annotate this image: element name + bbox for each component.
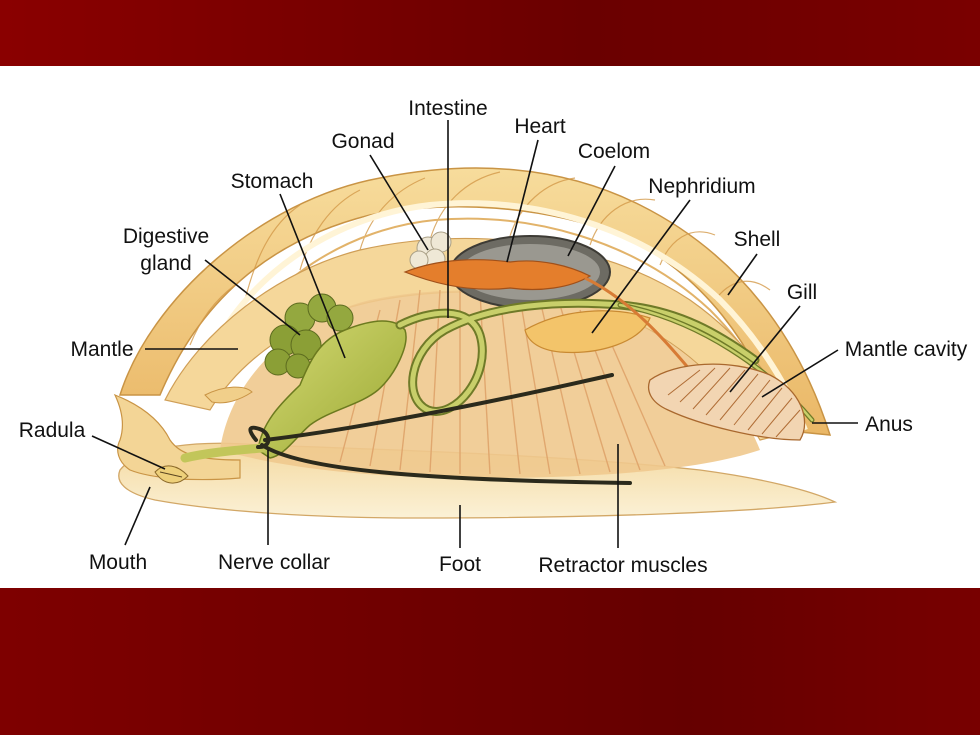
shell-ridges	[189, 171, 771, 346]
label-anus: Anus	[865, 413, 913, 436]
label-mantle-cavity: Mantle cavity	[845, 338, 968, 361]
label-nephridium: Nephridium	[648, 175, 755, 198]
gill-lamellae	[667, 367, 801, 438]
shell-inner-layer	[207, 200, 808, 432]
mantle-flap-front	[204, 386, 253, 404]
label-digestive-gland-line1: Digestive	[123, 225, 209, 248]
label-gill: Gill	[787, 281, 817, 304]
label-nerve-collar: Nerve collar	[218, 551, 330, 574]
nerve-collar	[248, 425, 271, 450]
leader-lines	[91, 120, 858, 548]
label-gonad: Gonad	[331, 130, 394, 153]
shell-outline	[118, 167, 832, 436]
label-intestine: Intestine	[408, 97, 487, 120]
mollusc-anatomy-diagram: Intestine Heart Gonad Coelom Stomach Nep…	[19, 97, 968, 577]
gill	[647, 363, 806, 441]
esophagus	[180, 443, 267, 463]
pedal-nerve-cord	[260, 443, 632, 485]
nerve-system	[248, 373, 632, 485]
head-snout	[113, 393, 241, 481]
top-band	[0, 0, 980, 66]
label-heart: Heart	[514, 115, 566, 138]
label-digestive-gland-line2: gland	[140, 252, 191, 275]
stomach	[257, 320, 407, 459]
label-radula: Radula	[19, 419, 86, 442]
aorta	[584, 276, 692, 371]
label-mantle: Mantle	[70, 338, 133, 361]
label-stomach: Stomach	[231, 170, 314, 193]
bottom-band	[0, 588, 980, 735]
label-retractor-muscles: Retractor muscles	[538, 554, 707, 577]
label-coelom: Coelom	[578, 140, 650, 163]
heart	[403, 259, 592, 291]
label-mouth: Mouth	[89, 551, 147, 574]
figure-panel: Intestine Heart Gonad Coelom Stomach Nep…	[0, 66, 980, 588]
label-foot: Foot	[439, 553, 481, 576]
digestive-gland	[264, 293, 354, 379]
nephridium	[524, 310, 651, 354]
pleurovisceral-nerve	[263, 373, 614, 442]
label-shell: Shell	[734, 228, 781, 251]
